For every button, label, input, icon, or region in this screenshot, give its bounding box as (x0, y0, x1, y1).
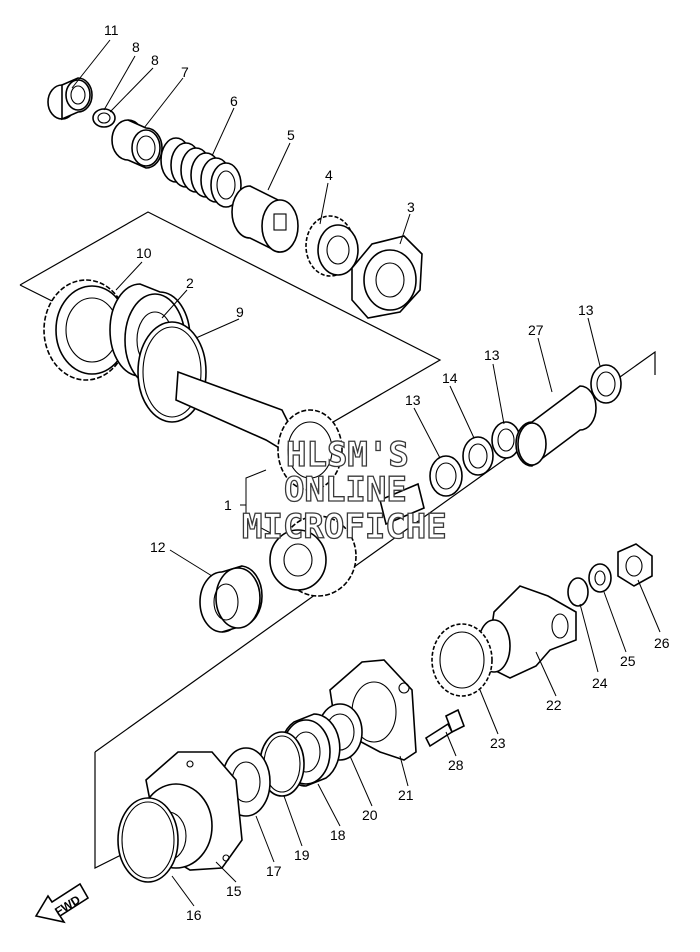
callout-1: 1 (224, 497, 232, 513)
watermark-line-3: MICROFICHE (242, 507, 447, 547)
callout-18: 18 (330, 827, 346, 843)
watermark-line-1: HLSM'S (286, 435, 409, 475)
drive-shaft-1 (175, 370, 343, 491)
callout-13: 13 (484, 347, 500, 363)
callout-5: 5 (287, 127, 295, 143)
bearing-12 (199, 565, 263, 633)
nut-26 (617, 543, 653, 587)
needle-bearing-11 (47, 77, 93, 121)
callout-28: 28 (448, 757, 464, 773)
washer-25 (588, 563, 612, 593)
callout-23: 23 (490, 735, 506, 751)
callout-16: 16 (186, 907, 202, 923)
washer-24 (567, 577, 589, 607)
callout-26: 26 (654, 635, 670, 651)
callout-13: 13 (405, 392, 421, 408)
callout-4: 4 (325, 167, 333, 183)
washer-13c (590, 364, 622, 404)
callout-14: 14 (442, 370, 458, 386)
gear-23 (431, 623, 493, 697)
callout-6: 6 (230, 93, 238, 109)
callout-labels: 11 8 8 7 6 5 4 3 10 2 9 13 27 13 14 13 1… (104, 22, 670, 923)
callout-20: 20 (362, 807, 378, 823)
clutch-dog-5 (231, 185, 299, 253)
gear-4 (305, 215, 359, 277)
bolt-28 (424, 708, 466, 748)
callout-12: 12 (150, 539, 166, 555)
nut-3 (351, 235, 423, 319)
forward-direction-arrow: FWD (34, 882, 90, 924)
callout-8: 8 (151, 52, 159, 68)
washer-13a (429, 455, 463, 497)
watermark-line-2: ONLINE (284, 470, 407, 510)
circlip-8 (92, 108, 116, 128)
leader-lines (71, 39, 661, 907)
collar-27 (515, 385, 597, 467)
callout-15: 15 (226, 883, 242, 899)
yoke-22 (477, 585, 577, 679)
clutch-gear-10 (43, 279, 129, 381)
callout-27: 27 (528, 322, 544, 338)
callout-21: 21 (398, 787, 414, 803)
spring-6 (160, 137, 242, 208)
callout-8: 8 (132, 39, 140, 55)
watermark: HLSM'S ONLINE MICROFICHE (241, 434, 447, 547)
callout-10: 10 (136, 245, 152, 261)
callout-25: 25 (620, 653, 636, 669)
callout-2: 2 (186, 275, 194, 291)
callout-17: 17 (266, 863, 282, 879)
callout-22: 22 (546, 697, 562, 713)
callout-9: 9 (236, 304, 244, 320)
callout-19: 19 (294, 847, 310, 863)
ring-7 (111, 119, 163, 169)
pinion-gear (269, 482, 425, 597)
callout-7: 7 (181, 64, 189, 80)
o-ring-16 (117, 797, 179, 883)
callout-24: 24 (592, 675, 608, 691)
callout-13: 13 (578, 302, 594, 318)
callout-11: 11 (104, 22, 119, 38)
callout-3: 3 (407, 199, 415, 215)
shim-14 (462, 436, 494, 476)
